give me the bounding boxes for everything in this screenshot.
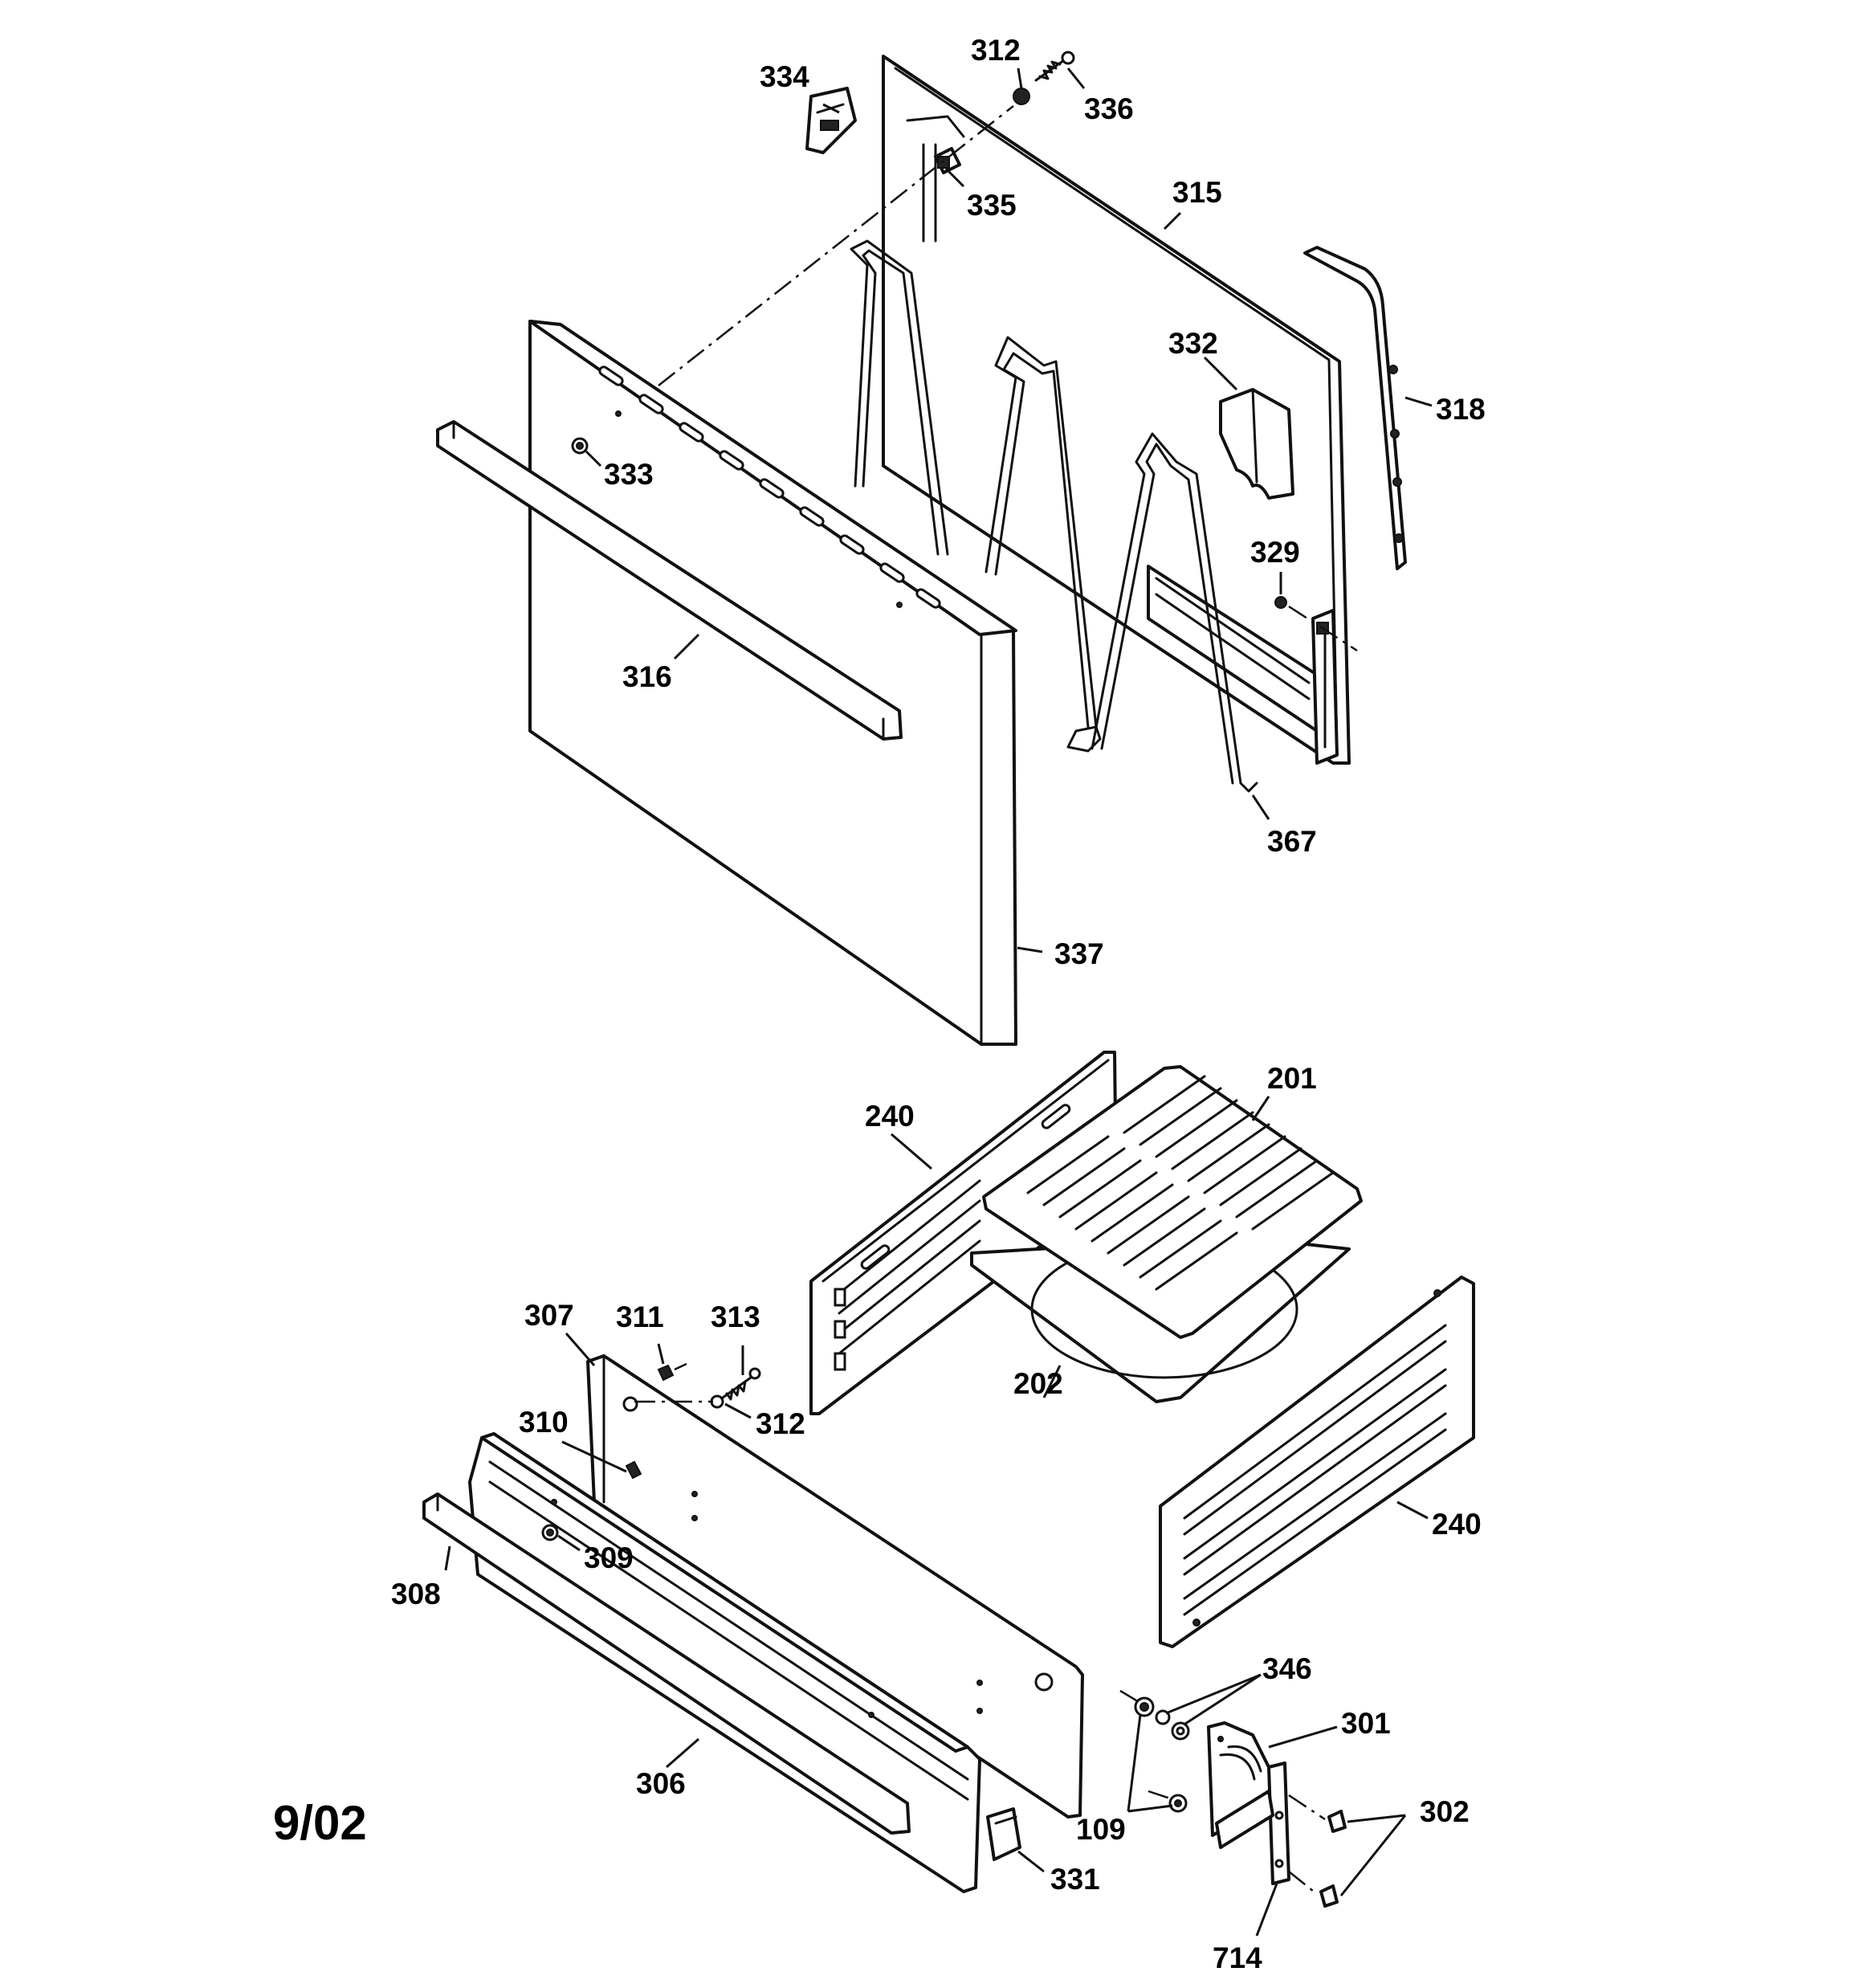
label-310: 310: [519, 1406, 569, 1439]
label-109: 109: [1076, 1813, 1126, 1846]
drawer-bracket-331: [986, 1807, 1021, 1861]
assembly-centerline-3: [1119, 1689, 1141, 1704]
wire-rod-2: [984, 336, 1102, 753]
label-313: 313: [711, 1300, 760, 1333]
label-301: 301: [1341, 1707, 1391, 1740]
door-handle-316: [436, 420, 903, 741]
label-302: 302: [1420, 1795, 1470, 1828]
screw-329: [1274, 596, 1358, 652]
drawer-handle-308: [422, 1492, 911, 1835]
wire-rod-367: [1090, 432, 1258, 793]
spacer-310: [625, 1460, 642, 1480]
label-334: 334: [760, 60, 809, 93]
label-329: 329: [1250, 536, 1300, 569]
washer-346-a: [1155, 1709, 1171, 1725]
label-201: 201: [1267, 1062, 1317, 1095]
date-code: 9/02: [273, 1796, 367, 1850]
label-336: 336: [1084, 92, 1134, 125]
label-714: 714: [1213, 1941, 1262, 1974]
screw-302-lower: [1288, 1871, 1339, 1908]
label-240-left: 240: [865, 1100, 915, 1133]
door-gasket-318: [1303, 246, 1407, 570]
label-331: 331: [1050, 1863, 1100, 1896]
wire-rod-1: [850, 239, 949, 556]
label-240-right: 240: [1432, 1508, 1482, 1541]
label-315: 315: [1172, 176, 1222, 209]
label-346: 346: [1262, 1652, 1312, 1685]
door-inner-panel-315: [882, 55, 1351, 765]
grommet-333: [571, 437, 589, 455]
label-307: 307: [524, 1299, 574, 1332]
door-clip-334: [805, 87, 857, 154]
broiler-grid-201: [982, 1065, 1363, 1339]
leader-lines: [444, 67, 1433, 1937]
label-318: 318: [1436, 393, 1486, 426]
door-vent-slots: [598, 365, 941, 609]
label-309: 309: [584, 1541, 634, 1574]
label-332: 332: [1168, 327, 1218, 360]
screw-302-upper: [1288, 1794, 1347, 1833]
label-312-top: 312: [971, 34, 1021, 67]
door-outer-panel-337: [528, 320, 1017, 1046]
label-306: 306: [636, 1767, 686, 1800]
side-rail-240-right: [1159, 1276, 1475, 1648]
label-333: 333: [604, 458, 654, 491]
part-number-labels: 334 312 336 335 315 332 318 333 329 316 …: [391, 34, 1486, 1974]
spacer-335: [934, 147, 961, 174]
door-hinge-bracket: [1311, 609, 1339, 765]
label-312-lower: 312: [756, 1407, 805, 1440]
grommet-309: [541, 1524, 559, 1541]
bumper-311: [657, 1362, 687, 1382]
washer-109-upper: [1134, 1696, 1155, 1717]
washer-346-b: [1171, 1721, 1190, 1741]
assembly-centerline-1: [658, 105, 1014, 386]
insulation-block-332: [1219, 388, 1294, 500]
label-367: 367: [1267, 825, 1317, 858]
label-311: 311: [616, 1300, 664, 1333]
label-316: 316: [622, 660, 672, 693]
screw-336: [1034, 51, 1075, 82]
washer-109-lower: [1168, 1794, 1188, 1813]
label-202: 202: [1013, 1367, 1063, 1400]
nut-312: [1013, 88, 1030, 105]
label-308: 308: [391, 1578, 441, 1610]
nut-312-lower: [710, 1394, 724, 1409]
broiler-grid-slots: [1026, 1075, 1335, 1291]
assembly-centerline-4: [1148, 1790, 1173, 1801]
label-337: 337: [1054, 937, 1104, 970]
screw-313: [721, 1367, 761, 1401]
label-335: 335: [967, 189, 1017, 222]
slide-arm-714: [1215, 1761, 1290, 1885]
